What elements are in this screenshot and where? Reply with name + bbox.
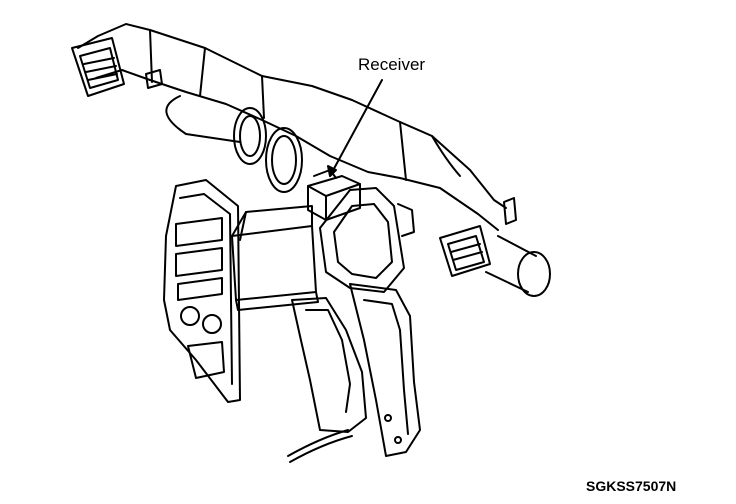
figure-code: SGKSS7507N xyxy=(586,478,677,494)
right-bracket xyxy=(319,187,415,293)
harness-wire xyxy=(287,429,353,463)
right-support-leg xyxy=(349,283,421,457)
steering-column-tube xyxy=(165,95,551,297)
right-vent xyxy=(439,225,491,277)
left-support-leg xyxy=(291,297,367,433)
receiver-box xyxy=(307,169,361,221)
air-duct xyxy=(77,23,507,231)
gauge-rings xyxy=(233,107,303,193)
receiver-leader-line xyxy=(327,79,383,177)
center-bracket xyxy=(231,205,319,311)
center-bezel xyxy=(163,179,241,403)
duct-clips xyxy=(145,69,517,225)
left-vent xyxy=(71,37,125,97)
receiver-label: Receiver xyxy=(358,55,426,74)
